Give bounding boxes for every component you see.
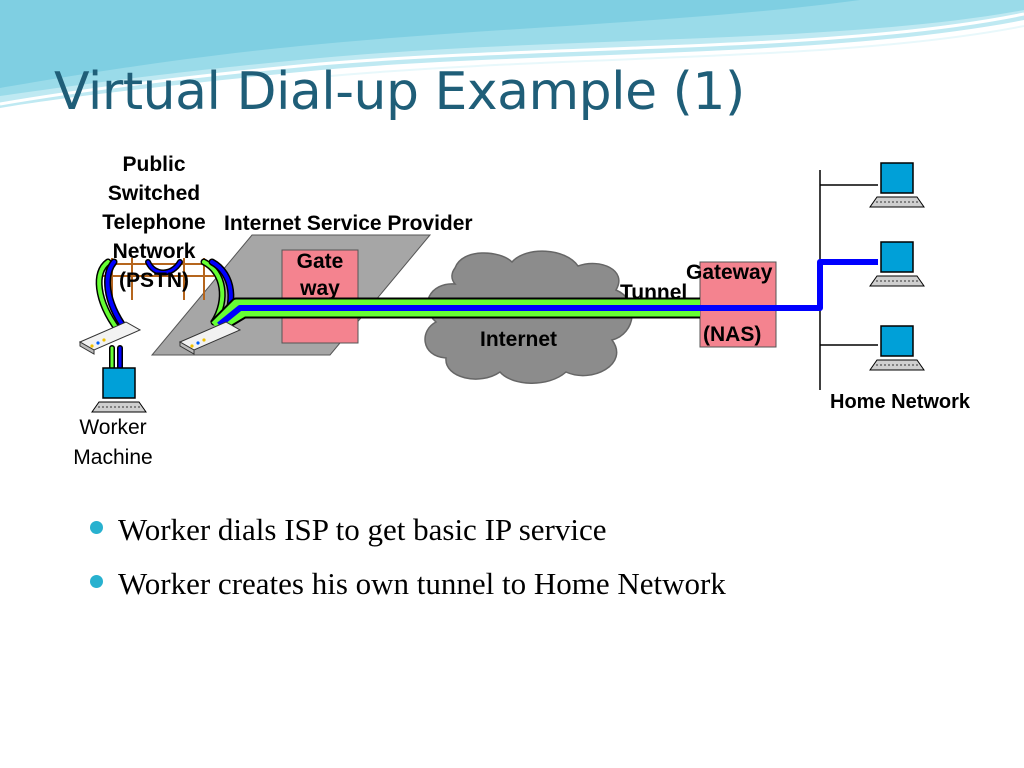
home-computer-3-icon xyxy=(869,325,925,371)
worker-machine-label: Worker Machine xyxy=(58,413,168,473)
isp-modem-icon xyxy=(178,321,242,355)
dialup-wires xyxy=(95,258,235,381)
worker-modem-icon xyxy=(78,321,142,355)
tunnel-label: Tunnel xyxy=(620,281,688,304)
bullet-dot-icon xyxy=(90,521,103,534)
nas-gateway-label: Gateway xyxy=(686,261,773,284)
isp-gateway-label: Gate way xyxy=(282,248,358,302)
worker-machine-label-line: Machine xyxy=(73,446,153,469)
bullet-item: Worker creates his own tunnel to Home Ne… xyxy=(90,557,726,611)
isp-gateway-label-line: way xyxy=(300,277,340,300)
home-network-label: Home Network xyxy=(830,391,971,413)
bullet-text: Worker dials ISP to get basic IP service xyxy=(118,512,607,547)
home-computer-2-icon xyxy=(869,241,925,287)
home-computer-1-icon xyxy=(869,162,925,208)
pstn-label-line: (PSTN) xyxy=(119,269,189,292)
network-diagram xyxy=(78,162,925,413)
bullet-list: Worker dials ISP to get basic IP service… xyxy=(90,503,726,611)
pstn-label-line: Network xyxy=(112,240,196,263)
worker-computer-icon xyxy=(91,367,147,413)
slide-title: Virtual Dial-up Example (1) xyxy=(54,62,745,122)
bullet-item: Worker dials ISP to get basic IP service xyxy=(90,503,726,557)
pstn-label: Public Switched Telephone Network (PSTN) xyxy=(80,150,228,295)
pstn-label-line: Switched xyxy=(107,182,201,205)
bullet-text: Worker creates his own tunnel to Home Ne… xyxy=(118,566,726,601)
tunnel-line xyxy=(210,259,878,330)
worker-machine-label-line: Worker xyxy=(79,416,147,439)
pstn-label-line: Public xyxy=(122,153,186,176)
bullet-dot-icon xyxy=(90,575,103,588)
nas-box xyxy=(699,261,777,348)
nas-label: (NAS) xyxy=(703,323,762,346)
pstn-label-line: Telephone xyxy=(102,211,206,234)
isp-label: Internet Service Provider xyxy=(224,212,473,235)
isp-gateway-label-line: Gate xyxy=(296,250,344,273)
internet-label: Internet xyxy=(480,328,558,351)
isp-gateway-box xyxy=(281,249,359,344)
header-wave-decoration xyxy=(0,0,1024,108)
